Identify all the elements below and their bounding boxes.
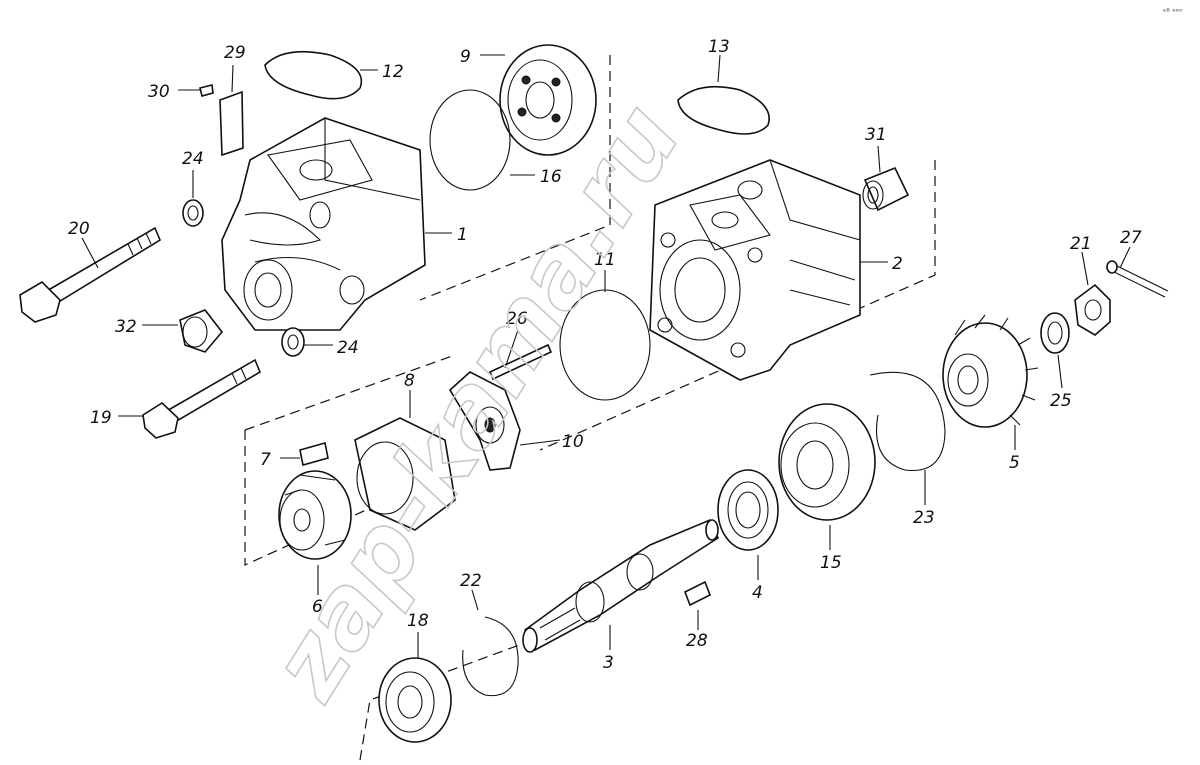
bolt-icon	[19, 226, 162, 323]
pump-cover-icon	[649, 159, 861, 381]
corner-mark: ᵉᴮ ᵒᵒᵒ	[1163, 7, 1182, 16]
part-label-20: 20	[68, 219, 90, 239]
gear-icon	[942, 314, 1039, 428]
ball-bearing-icon	[778, 403, 876, 521]
part-label-18: 18	[407, 611, 429, 631]
group-outline-lines	[244, 55, 936, 761]
part-label-23: 23	[913, 508, 935, 528]
part-label-22: 22	[460, 571, 482, 591]
part-label-24a: 24	[182, 149, 204, 169]
vane-icon	[299, 441, 329, 467]
leader-lines	[81, 54, 1131, 658]
washer-icon	[182, 199, 204, 227]
drive-shaft-icon	[522, 518, 720, 653]
part-label-21: 21	[1070, 234, 1092, 254]
plate-icon	[219, 90, 244, 157]
part-label-8: 8	[404, 371, 415, 391]
part-label-6: 6	[312, 597, 323, 617]
part-label-12: 12	[382, 62, 404, 82]
snap-ring-icon	[869, 371, 946, 472]
needle-bearing-icon	[862, 166, 910, 212]
part-label-30: 30	[148, 82, 170, 102]
part-label-9: 9	[460, 47, 471, 67]
part-label-31: 31	[865, 125, 887, 145]
ball-bearing-icon	[378, 657, 452, 743]
gasket-icon	[677, 85, 770, 135]
part-label-10: 10	[562, 432, 584, 452]
cotter-pin-icon	[1106, 260, 1169, 298]
part-label-28: 28	[686, 631, 708, 651]
pump-housing-icon	[221, 117, 426, 331]
washer-icon	[1040, 312, 1070, 354]
castle-nut-icon	[1074, 283, 1111, 336]
part-label-25: 25	[1050, 391, 1072, 411]
snap-ring-icon	[462, 616, 519, 697]
key-icon	[683, 580, 712, 607]
plate-icon	[448, 371, 521, 471]
rotor-icon	[278, 470, 352, 560]
part-label-19: 19	[90, 408, 112, 428]
part-label-3: 3	[603, 653, 614, 673]
part-label-32: 32	[115, 317, 137, 337]
distributor-disc-icon	[499, 44, 597, 156]
part-label-5: 5	[1009, 453, 1020, 473]
part-label-7: 7	[260, 450, 271, 470]
stator-ring-icon	[354, 417, 456, 531]
part-label-2: 2	[892, 254, 903, 274]
washer-icon	[281, 327, 305, 357]
bushing-icon	[179, 309, 224, 353]
part-label-15: 15	[820, 553, 842, 573]
part-label-4: 4	[752, 583, 763, 603]
part-label-29: 29	[224, 43, 246, 63]
bolt-icon	[142, 358, 262, 439]
o-ring-icon	[429, 89, 511, 191]
gasket-icon	[264, 50, 363, 100]
pin-icon	[488, 343, 553, 381]
screw-icon	[199, 84, 214, 97]
part-label-24b: 24	[337, 338, 359, 358]
part-label-27: 27	[1120, 228, 1142, 248]
part-label-11: 11	[594, 250, 616, 270]
part-label-26: 26	[506, 309, 528, 329]
part-label-1: 1	[457, 225, 468, 245]
part-labels: 1 2 3 4 5 6 7 8 9 10 11 12 13 15 16 18 1…	[68, 37, 1142, 673]
part-label-16: 16	[540, 167, 562, 187]
part-label-13: 13	[708, 37, 730, 57]
seal-ring-icon	[717, 469, 779, 551]
